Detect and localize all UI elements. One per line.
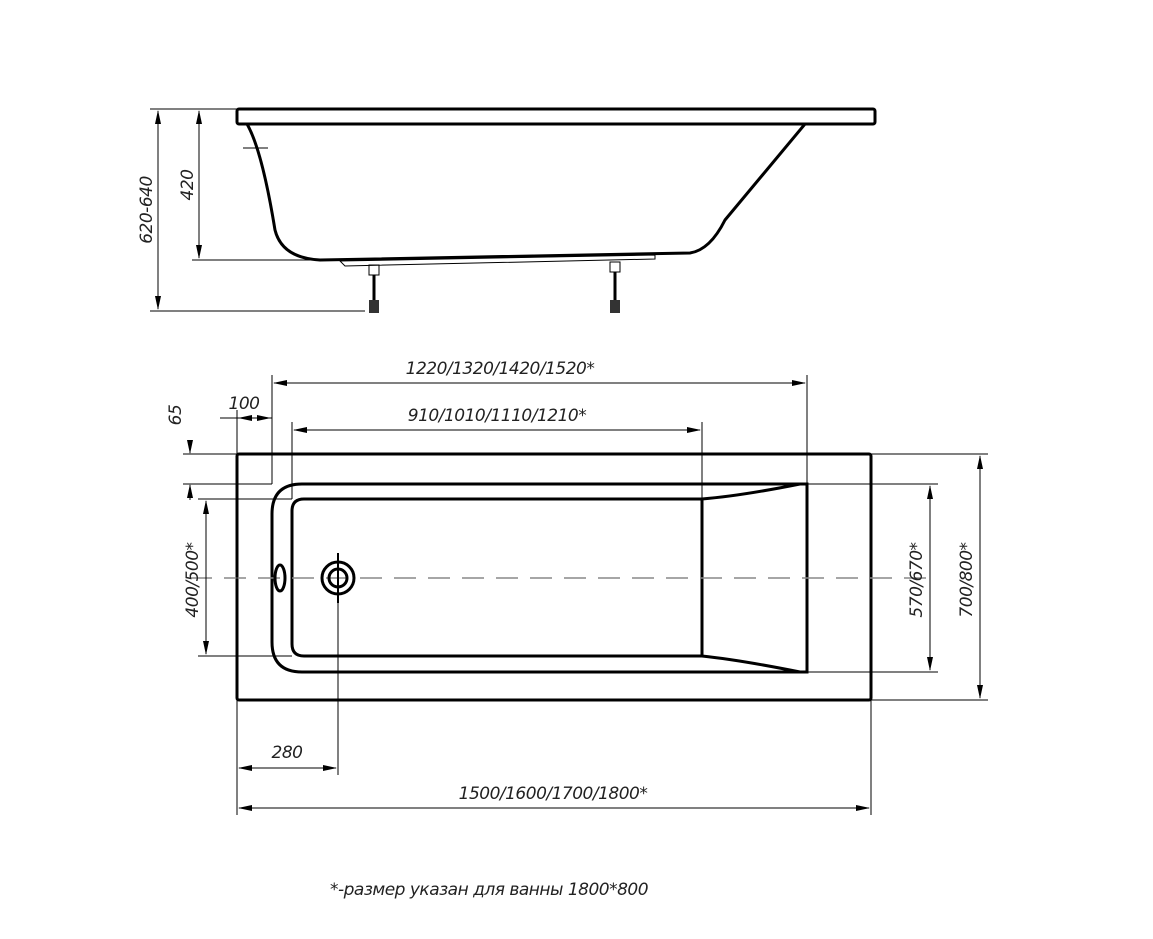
side-view: 620-640 420 xyxy=(137,107,877,313)
label-basin-width: 400/500* xyxy=(183,542,203,617)
footnote: *-размер указан для ванны 1800*800 xyxy=(330,880,648,900)
label-inner-length: 1220/1320/1420/1520* xyxy=(406,359,595,379)
tub-base xyxy=(338,254,656,267)
label-inner-width: 570/670* xyxy=(907,542,927,617)
tub-rim xyxy=(235,107,877,126)
label-basin-length: 910/1010/1110/1210* xyxy=(408,406,586,426)
label-rim-end: 100 xyxy=(229,394,260,414)
label-rim-side: 65 xyxy=(166,405,186,426)
outer-rim xyxy=(235,452,873,702)
label-outer-length: 1500/1600/1700/1800* xyxy=(459,784,648,804)
basin xyxy=(290,497,704,658)
label-tub-height: 420 xyxy=(178,170,198,201)
tub-body xyxy=(245,123,807,262)
drain-icon xyxy=(320,553,356,603)
inner-rim xyxy=(270,482,809,674)
label-outer-width: 700/800* xyxy=(957,542,977,617)
leg-left xyxy=(368,264,380,313)
overflow-icon xyxy=(273,563,287,593)
label-drain-offset: 280 xyxy=(272,743,303,763)
label-total-height: 620-640 xyxy=(137,176,157,244)
top-view: 1220/1320/1420/1520* 910/1010/1110/1210*… xyxy=(166,359,988,815)
leg-right xyxy=(609,261,621,313)
